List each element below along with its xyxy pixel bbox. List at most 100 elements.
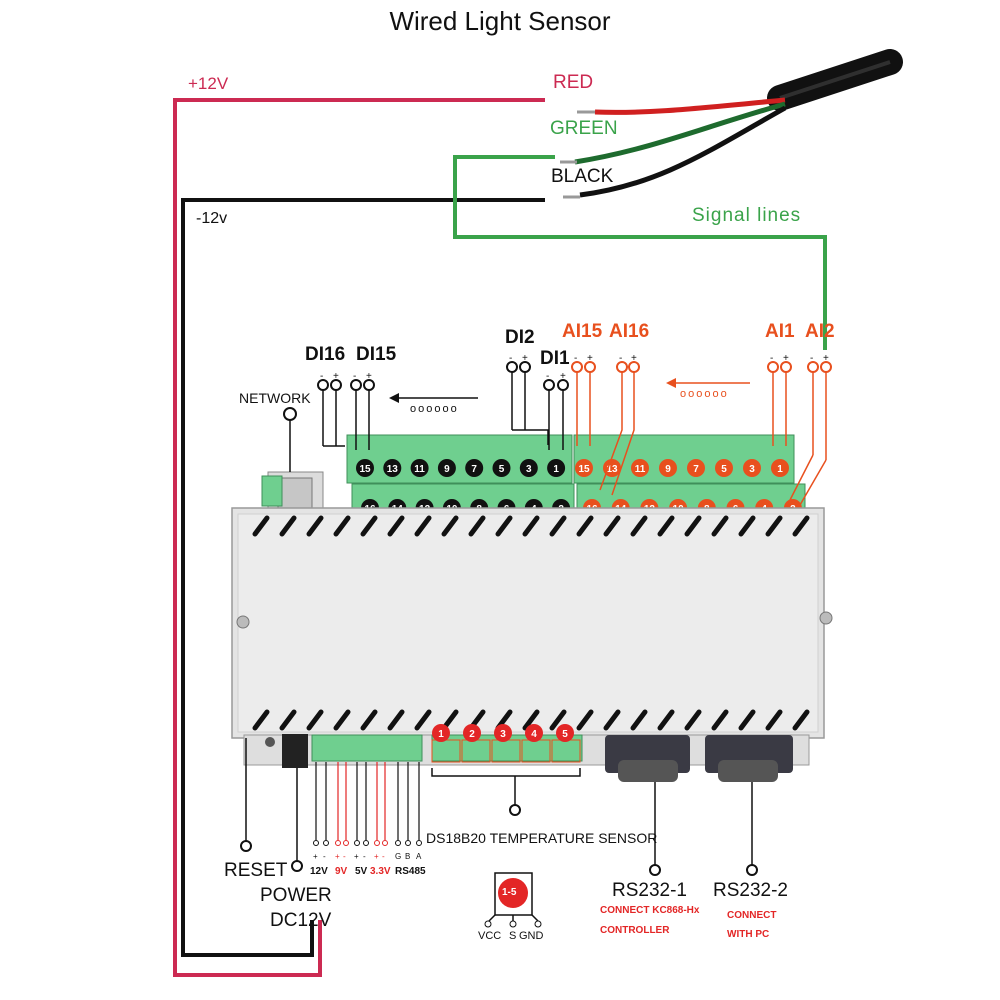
ai15-label: AI15 [562,321,603,342]
power-terminal-sign: - [363,852,366,861]
vent-slot-bottom [387,709,405,731]
probe-polarity-sign: + [783,353,789,364]
di-terminal-top: 7 [465,459,484,477]
di15-label: DI15 [356,344,397,365]
power-terminal-sign: + [354,852,359,861]
svg-text:5: 5 [721,464,727,475]
vent-slot-bottom [360,709,378,731]
svg-text:13: 13 [387,464,399,475]
ai-terminal-top: 11 [631,459,649,477]
vent-slot-top [468,515,486,537]
power-terminal-name: 9V [335,866,348,877]
power-terminal-sign: G [395,852,402,861]
vent-slot-top [414,515,432,537]
rs232-2-note-b: WITH PC [727,929,770,940]
vent-slot-top [738,515,756,537]
vent-slot-bottom [684,709,702,731]
vent-slot-top [792,515,810,537]
svg-text:13: 13 [606,464,618,475]
vent-slot-top [711,515,729,537]
vent-slot-top [603,515,621,537]
svg-text:9: 9 [444,464,450,475]
di-terminal-top: 9 [437,459,456,477]
sensor-badge-label: 1-5 [502,887,517,898]
temp-channel-badge: 3 [494,724,512,742]
controller-case [231,507,833,739]
ai-terminal-top: 7 [687,459,705,477]
power-terminal-name: 5V [355,866,368,877]
probe-polarity-sign: - [353,371,357,382]
rs232-1-note-a: CONNECT KC868-Hx [600,905,700,916]
svg-text:7: 7 [471,464,477,475]
vent-slot-top [387,515,405,537]
red-wire [594,97,786,115]
di-dots: oooooo [410,403,459,415]
power-label: POWER [260,885,332,906]
probe-polarity-sign: + [587,353,593,364]
power-terminal-sign: - [323,852,326,861]
green-wire [574,101,786,165]
di-terminal-top: 3 [519,459,538,477]
svg-text:1: 1 [553,464,559,475]
vent-slot-top [360,515,378,537]
ai-terminal-top: 1 [771,459,789,477]
ds18b20-label: DS18B20 TEMPERATURE SENSOR [426,830,658,846]
di-terminal-top: 13 [383,459,402,477]
probe-polarity-sign: - [574,353,578,364]
svg-text:3: 3 [526,464,532,475]
vent-slot-top [657,515,675,537]
plus12-label: +12V [188,74,229,93]
probe-polarity-sign: - [810,353,814,364]
rs232-2-connector [705,735,793,876]
diagram-title: Wired Light Sensor [389,6,611,36]
svg-text:5: 5 [562,729,568,740]
svg-text:11: 11 [414,464,425,475]
power-terminal-name: 12V [310,866,328,877]
svg-text:3: 3 [749,464,755,475]
case-vent-slots [252,515,810,731]
vent-slot-bottom [333,709,351,731]
vent-slot-bottom [738,709,756,731]
probe-polarity-sign: - [770,353,774,364]
signal-route [453,155,827,350]
power-terminal-sign: A [416,852,422,861]
di2-label: DI2 [505,327,535,348]
rs232-1-note-b: CONTROLLER [600,925,670,936]
temp-channel-badge: 5 [556,724,574,742]
vent-slot-bottom [630,709,648,731]
reset-label: RESET [224,860,288,881]
rs232-2-label: RS232-2 [713,880,788,901]
svg-text:5: 5 [499,464,505,475]
vent-slot-bottom [441,709,459,731]
vent-slot-bottom [549,709,567,731]
temp-channel-badge: 4 [525,724,543,742]
vent-slot-top [684,515,702,537]
gnd-label: GND [519,930,544,942]
power-terminal-name: RS485 [395,866,426,877]
ai1-label: AI1 [765,321,795,342]
plus12-route [173,98,545,977]
svg-text:15: 15 [578,464,590,475]
ai-terminal-top: 13 [603,459,621,477]
power-terminal-sign: + [335,852,340,861]
red-wire-label: RED [553,72,594,93]
dc-jack [282,734,308,768]
svg-text:4: 4 [531,729,537,740]
di-terminal-top: 15 [356,459,374,477]
svg-text:1: 1 [777,464,783,475]
vent-slot-top [279,515,297,537]
reset-hole [265,737,275,747]
vent-slot-top [576,515,594,537]
dc12v-label: DC12V [270,910,332,931]
di-terminal-top: 11 [410,459,429,477]
vent-slot-bottom [765,709,783,731]
vent-slot-top [333,515,351,537]
power-terminal-sign: + [374,852,379,861]
di-lead-lines [317,361,569,450]
black-wire [579,105,787,198]
power-terminal-sign: - [382,852,385,861]
rs232-1-connector [605,735,690,876]
vent-slot-bottom [576,709,594,731]
vent-slot-bottom [414,709,432,731]
